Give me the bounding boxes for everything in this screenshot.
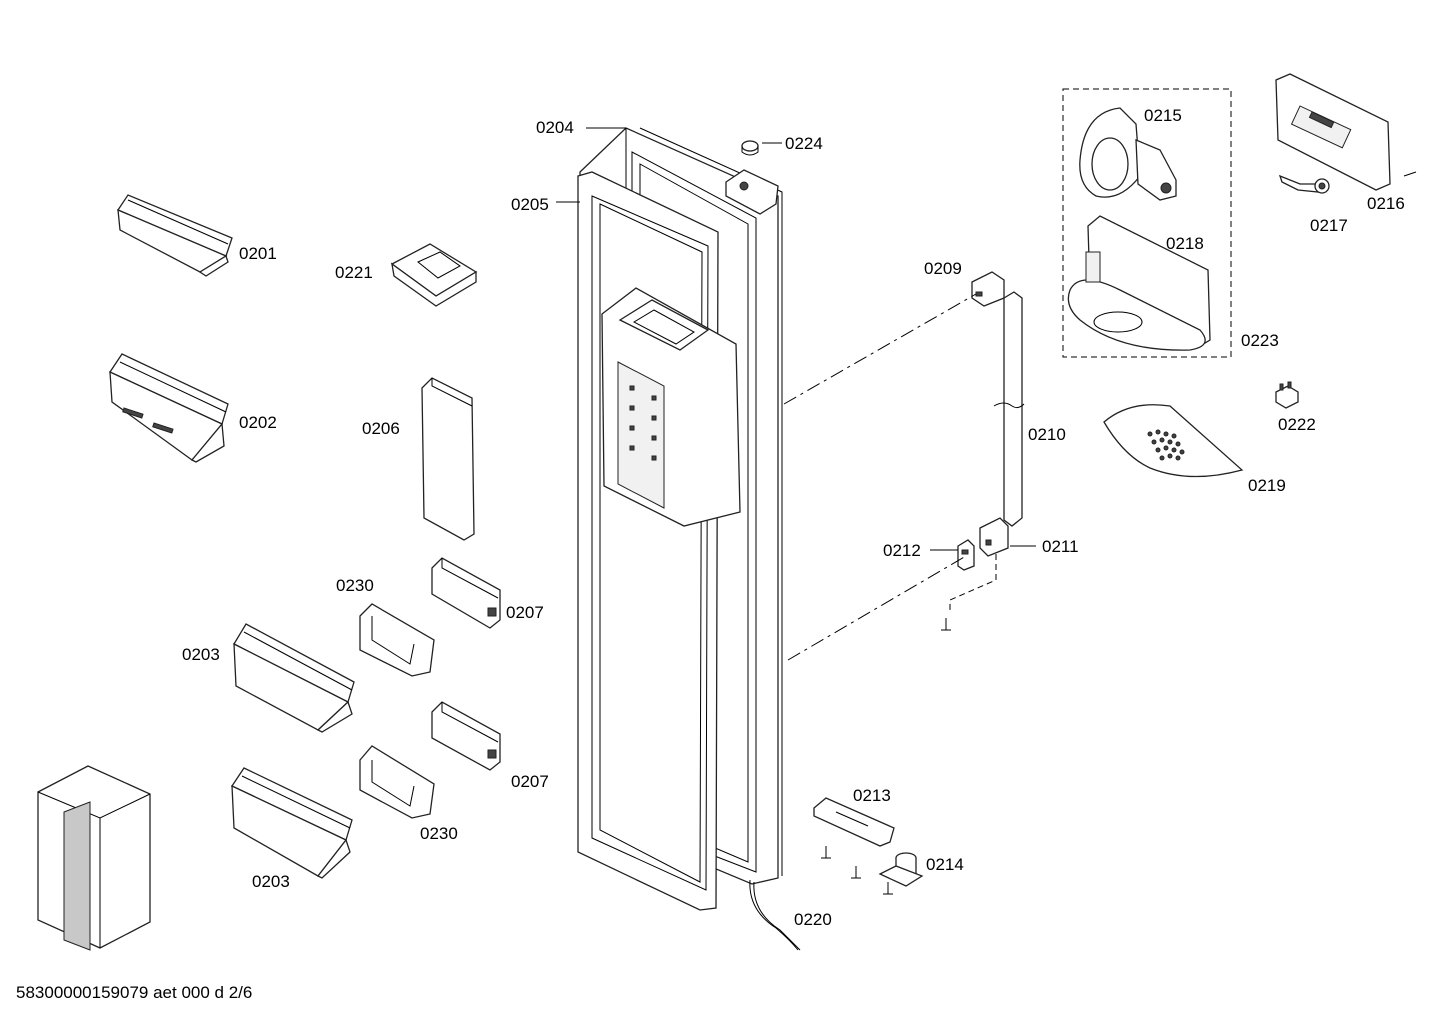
- part-0230-clip-upper: [359, 603, 435, 677]
- label-0210: 0210: [1028, 425, 1066, 444]
- label-0202: 0202: [239, 413, 277, 432]
- leader-lines: [556, 127, 1417, 551]
- part-0203-bin-lower: [231, 767, 353, 879]
- part-0214-hinge-pin: [878, 852, 924, 887]
- label-0205: 0205: [511, 195, 549, 214]
- drawing-reference-footer: 58300000159079 aet 000 d 2/6: [16, 983, 252, 1002]
- part-0207-lower: [431, 701, 501, 771]
- part-0216-control-board: [1275, 73, 1391, 191]
- part-0205-door-frame: [577, 171, 719, 911]
- label-0204: 0204: [536, 118, 574, 137]
- part-door-top-hinge: [725, 169, 779, 215]
- part-0221-dispenser-cover: [390, 243, 478, 307]
- label-0203-lower: 0203: [252, 872, 290, 891]
- part-0220-cable: [749, 879, 799, 951]
- part-screw-handle: [941, 618, 951, 631]
- part-0217-knob: [1278, 174, 1330, 194]
- label-0216: 0216: [1367, 194, 1405, 213]
- label-0222: 0222: [1278, 415, 1316, 434]
- part-0211-handle-bottom-cap: [979, 517, 1009, 557]
- part-0215-ice-chute-motor: [1079, 107, 1177, 201]
- part-0203-bin-upper: [233, 623, 355, 733]
- part-0201-small-bin: [117, 194, 233, 277]
- assembly-line-upper: [783, 293, 977, 405]
- label-0211: 0211: [1042, 537, 1079, 556]
- label-0201: 0201: [239, 244, 277, 263]
- label-0218: 0218: [1166, 234, 1204, 253]
- part-0218-dispenser-plate: [1067, 215, 1211, 351]
- label-0203-upper: 0203: [182, 645, 220, 664]
- part-screws-hinge: [821, 846, 893, 895]
- part-0230-clip-lower: [359, 745, 435, 819]
- part-0207-upper: [431, 557, 501, 629]
- label-0206: 0206: [362, 419, 400, 438]
- part-0210-handle-bar: [993, 291, 1025, 527]
- assembly-line-lower: [787, 555, 967, 661]
- label-0223: 0223: [1241, 331, 1279, 350]
- label-0219: 0219: [1248, 476, 1286, 495]
- part-0202-door-bin: [109, 353, 229, 463]
- label-0214: 0214: [926, 855, 964, 874]
- label-0207-upper: 0207: [506, 603, 544, 622]
- label-0217: 0217: [1310, 216, 1348, 235]
- part-0219-grille-cover: [1103, 404, 1244, 478]
- part-0209-handle-top-cap: [971, 271, 1005, 307]
- label-0230-lower: 0230: [420, 824, 458, 843]
- part-0222-switch: [1275, 381, 1299, 409]
- part-0213-bottom-hinge: [813, 797, 895, 847]
- label-0220: 0220: [794, 910, 832, 929]
- part-0212-clip: [957, 539, 975, 571]
- part-0224-plug: [741, 140, 759, 156]
- part-dispenser-housing: [601, 287, 741, 527]
- part-0206-panel: [421, 377, 475, 541]
- label-0207-lower: 0207: [511, 772, 549, 791]
- label-0213: 0213: [853, 786, 891, 805]
- part-fridge-cabinet-sketch: [37, 765, 151, 951]
- label-0224: 0224: [785, 134, 823, 153]
- label-0230-upper: 0230: [336, 576, 374, 595]
- label-0215: 0215: [1144, 106, 1182, 125]
- label-0212: 0212: [883, 541, 921, 560]
- part-0223-assembly-box: [1062, 88, 1232, 358]
- label-0221: 0221: [335, 263, 373, 282]
- label-0209: 0209: [924, 259, 962, 278]
